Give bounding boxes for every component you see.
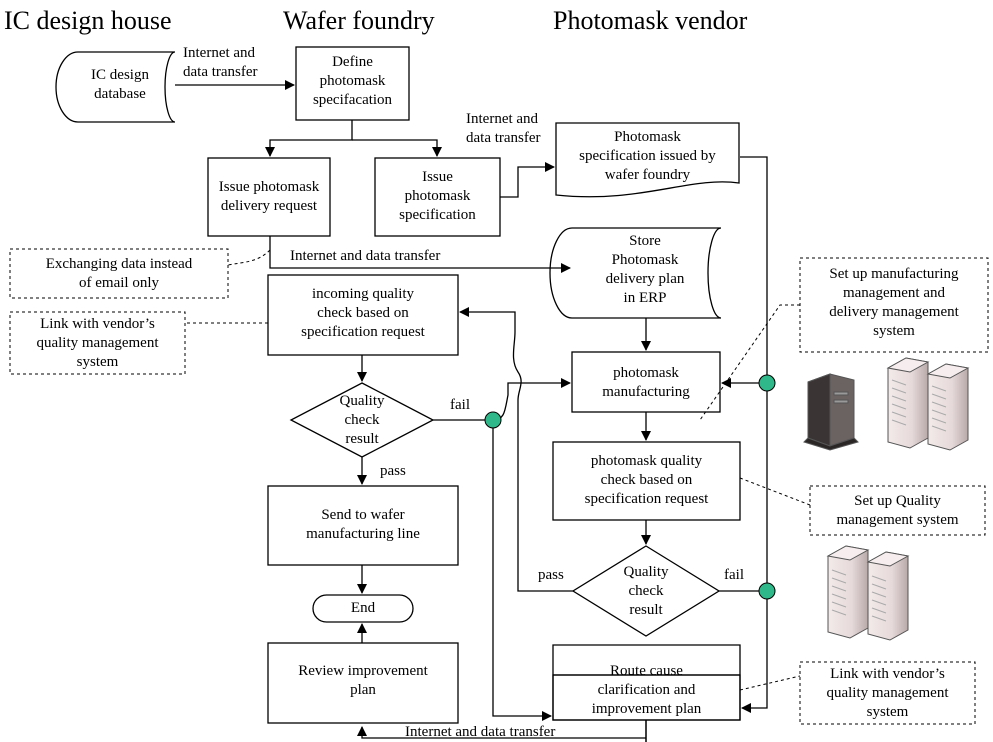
connector-dot-3 (758, 582, 776, 600)
send-line-box (267, 485, 459, 566)
connector-dot-2 (758, 374, 776, 392)
root-cause-label: Route cause clarification and improvemen… (591, 663, 702, 717)
note-vendor2-label: Link with vendor’s quality management sy… (826, 666, 949, 720)
edge-spec-issued (500, 162, 555, 198)
issue-delivery-box (207, 157, 331, 237)
server-cluster-icon (803, 357, 970, 451)
note-box-exchanging (9, 248, 229, 299)
mask-mfg-label: photomask manufacturing (602, 365, 690, 400)
qc-result-2-label: Quality check result (623, 564, 669, 618)
edge-label-internet-1: Internet and data transfer (183, 45, 258, 80)
qc-result-2-diamond (571, 545, 721, 637)
edge-review-back (357, 726, 646, 739)
issue-spec-label: Issue photomask specification (399, 169, 476, 223)
review-plan-box (267, 642, 459, 724)
note-vendor1-label: Link with vendor’s quality management sy… (36, 316, 159, 370)
edge-label-pass-1: pass (380, 463, 406, 479)
issue-delivery-label: Issue photomask delivery request (218, 179, 320, 214)
end-terminal (312, 594, 414, 623)
header-wafer-foundry: Wafer foundry (283, 6, 435, 35)
end-label: End (350, 600, 376, 616)
note-link-setup-quality (739, 477, 811, 506)
edge-right-bus (740, 156, 768, 713)
send-line-label: Send to wafer manufacturing line (306, 507, 420, 542)
store-plan-label: Store Photomask delivery plan in ERP (605, 233, 685, 306)
edge-fail1-rootcause (492, 420, 552, 721)
header-photomask-vendor: Photomask vendor (553, 6, 748, 35)
edge-pass2-incoming (459, 307, 573, 592)
edge-label-internet-4: Internet and data transfer (405, 724, 556, 740)
edge-define-split-2 (352, 139, 442, 157)
edge-label-fail-2: fail (724, 567, 744, 583)
connector-dot-1 (484, 411, 502, 429)
note-exchanging-label: Exchanging data instead of email only (45, 256, 193, 291)
ic-database-shape (55, 51, 176, 123)
edge-label-pass-2: pass (538, 567, 564, 583)
edge-delivery-store (269, 236, 571, 273)
incoming-qc-box (267, 274, 459, 356)
edge-label-internet-3: Internet and data transfer (290, 248, 441, 264)
spec-issued-label: Photomask specification issued by wafer … (579, 129, 716, 183)
note-link-setup-mfg (699, 304, 800, 421)
edge-define-split (265, 120, 353, 157)
edge-label-internet-2: Internet and data transfer (466, 111, 541, 146)
define-spec-label: Define photomask specifacation (312, 54, 393, 108)
note-box-setup-mfg (799, 257, 989, 353)
header-ic-design-house: IC design house (4, 6, 172, 35)
incoming-qc-label: incoming quality check based on specific… (301, 286, 425, 340)
root-cause-box-border (552, 644, 741, 721)
note-box-vendor1 (9, 311, 186, 375)
note-link-exchanging (227, 249, 271, 266)
qc-result-1-label: Quality check result (339, 393, 385, 447)
store-plan-shape (549, 227, 722, 319)
spec-issued-doc (555, 122, 740, 198)
review-plan-label: Review improvement plan (298, 663, 428, 698)
note-setup-quality-label: Set up Quality management system (836, 493, 959, 528)
edge-label-fail-1: fail (450, 397, 470, 413)
note-box-vendor2 (799, 661, 976, 725)
mask-qc-label: photomask quality check based on specifi… (584, 453, 709, 507)
note-link-vendor2 (739, 675, 801, 691)
note-setup-mfg-label: Set up manufacturing management and deli… (829, 266, 959, 339)
note-box-setup-quality (809, 485, 986, 536)
server-pair-icon (826, 545, 910, 641)
ic-db-label: IC design database (91, 67, 149, 102)
